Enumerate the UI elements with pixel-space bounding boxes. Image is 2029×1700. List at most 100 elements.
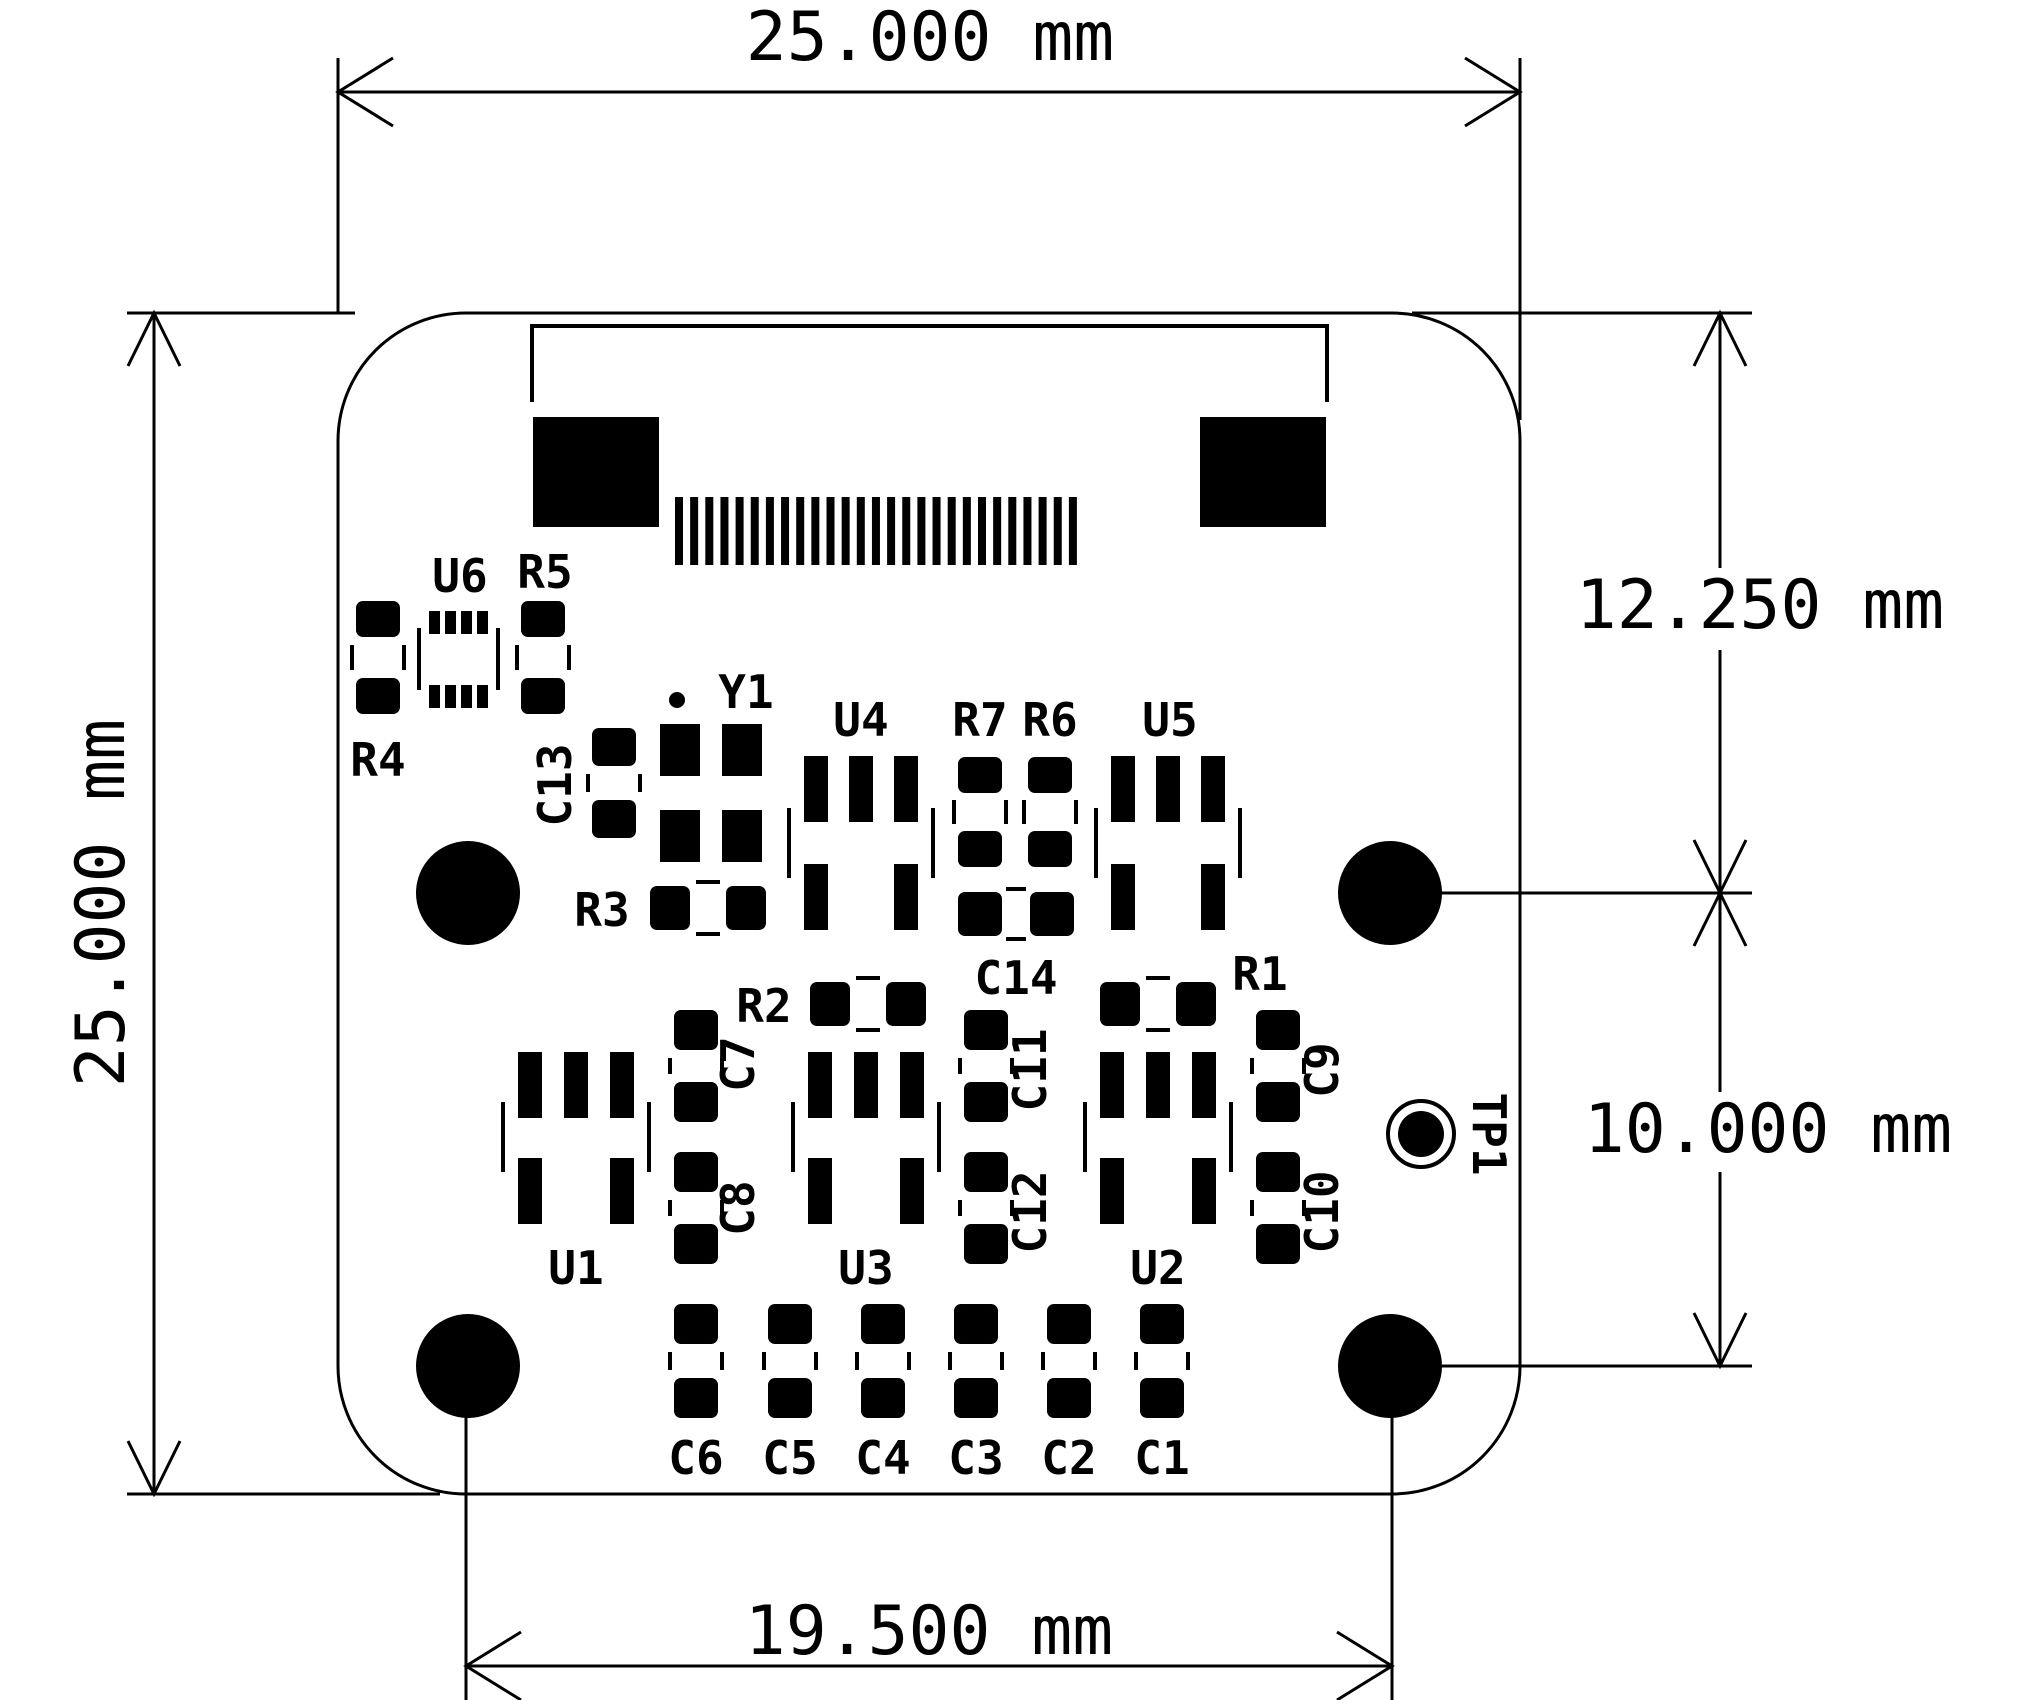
component-r6: R6	[1022, 693, 1078, 867]
ref-r1: R1	[1232, 947, 1287, 1001]
component-u6: U6	[417, 549, 500, 708]
ref-u3: U3	[838, 1241, 893, 1295]
mounting-hole-top-left	[416, 841, 520, 945]
fpc-pin	[993, 497, 1002, 565]
dimension-left-height-label: 25.000 mm	[62, 719, 141, 1087]
component-c6: C6	[668, 1304, 724, 1485]
ref-r6: R6	[1022, 693, 1077, 747]
fpc-pin	[1008, 497, 1017, 565]
ref-c14: C14	[974, 951, 1057, 1005]
ref-c2: C2	[1041, 1431, 1096, 1485]
component-c11: C11	[958, 1010, 1057, 1122]
component-u4: U4	[787, 693, 935, 930]
dimension-left-height: 25.000 mm	[62, 309, 440, 1498]
component-u1: U1	[501, 1052, 651, 1295]
ref-c1: C1	[1134, 1431, 1189, 1485]
fpc-pin	[917, 497, 926, 565]
component-c14: C14	[958, 887, 1074, 1005]
ref-r3: R3	[574, 883, 629, 937]
component-u5: U5	[1094, 693, 1242, 930]
component-c1: C1	[1134, 1304, 1190, 1485]
dimension-bottom-width: 19.500 mm	[463, 1366, 1395, 1700]
ref-r5: R5	[517, 545, 572, 599]
component-c12: C12	[958, 1152, 1057, 1264]
fpc-pin	[856, 497, 865, 565]
component-r5: R5	[515, 545, 573, 714]
component-u2: U2	[1083, 1052, 1233, 1295]
component-r2: R2	[736, 976, 926, 1033]
dimension-right: 12.250 mm 10.000 mm	[1412, 309, 1952, 1370]
component-r3: R3	[574, 880, 766, 937]
ref-c5: C5	[762, 1431, 817, 1485]
fpc-pin	[871, 497, 880, 565]
dimension-right-upper-label: 12.250 mm	[1576, 566, 1944, 645]
fpc-pin	[765, 497, 774, 565]
ref-u6: U6	[432, 549, 487, 603]
dimension-top-width-label: 25.000 mm	[746, 0, 1114, 77]
ref-u4: U4	[833, 693, 888, 747]
fpc-pin	[1023, 497, 1032, 565]
ref-c6: C6	[668, 1431, 723, 1485]
component-y1: Y1	[660, 665, 774, 862]
fpc-pin	[826, 497, 835, 565]
fpc-pin	[675, 497, 683, 565]
fpc-pin	[978, 497, 986, 565]
component-tp1: TP1	[1386, 1092, 1516, 1176]
board-outline	[336, 311, 1522, 1496]
component-r4: R4	[350, 601, 406, 787]
component-c8: C8	[668, 1152, 765, 1264]
fpc-pin	[781, 497, 790, 565]
fpc-pin	[932, 497, 941, 565]
component-c5: C5	[762, 1304, 818, 1485]
fpc-pin	[947, 497, 956, 565]
ref-c10: C10	[1295, 1170, 1349, 1253]
component-r1: R1	[1100, 947, 1288, 1032]
fpc-pin	[720, 497, 729, 565]
fpc-pin	[841, 497, 850, 565]
fpc-pin	[750, 497, 759, 565]
ref-c9: C9	[1295, 1042, 1349, 1097]
fpc-pin	[1038, 497, 1047, 565]
ref-u2: U2	[1130, 1241, 1185, 1295]
mounting-hole-top-right	[1338, 841, 1442, 945]
component-c4: C4	[855, 1304, 911, 1485]
mounting-hole-bottom-right	[1338, 1314, 1442, 1418]
ref-c11: C11	[1003, 1028, 1057, 1111]
fpc-connector	[530, 324, 1329, 565]
fpc-pin	[1053, 497, 1062, 565]
ref-u5: U5	[1142, 693, 1197, 747]
fpc-pin	[735, 497, 744, 565]
ref-y1: Y1	[718, 665, 773, 719]
ref-c3: C3	[948, 1431, 1003, 1485]
component-r7: R7	[952, 693, 1008, 867]
fpc-pin	[796, 497, 805, 565]
ref-c13: C13	[528, 743, 582, 826]
ref-c4: C4	[855, 1431, 910, 1485]
fpc-pin	[705, 497, 714, 565]
fpc-pin	[811, 497, 820, 565]
component-c13: C13	[528, 728, 642, 838]
fpc-pin	[887, 497, 896, 565]
dimension-right-lower-label: 10.000 mm	[1584, 1090, 1952, 1169]
component-c2: C2	[1041, 1304, 1097, 1485]
mounting-hole-bottom-left	[416, 1314, 520, 1418]
dimension-top-width: 25.000 mm	[335, 0, 1523, 420]
component-c3: C3	[948, 1304, 1004, 1485]
fpc-pin	[1068, 497, 1077, 565]
fpc-pin	[902, 497, 911, 565]
ref-r4: R4	[350, 733, 405, 787]
ref-r2: R2	[736, 979, 791, 1033]
fpc-pin	[962, 497, 971, 565]
ref-c12: C12	[1003, 1170, 1057, 1253]
ref-r7: R7	[952, 693, 1007, 747]
dimension-bottom-width-label: 19.500 mm	[745, 1592, 1113, 1671]
fpc-pin	[690, 497, 699, 565]
component-u3: U3	[791, 1052, 941, 1295]
ref-c8: C8	[711, 1180, 765, 1235]
component-c10: C10	[1250, 1152, 1349, 1264]
component-c9: C9	[1250, 1010, 1349, 1122]
component-c7: C7	[668, 1010, 765, 1122]
ref-tp1: TP1	[1462, 1092, 1516, 1175]
ref-c7: C7	[711, 1036, 765, 1091]
